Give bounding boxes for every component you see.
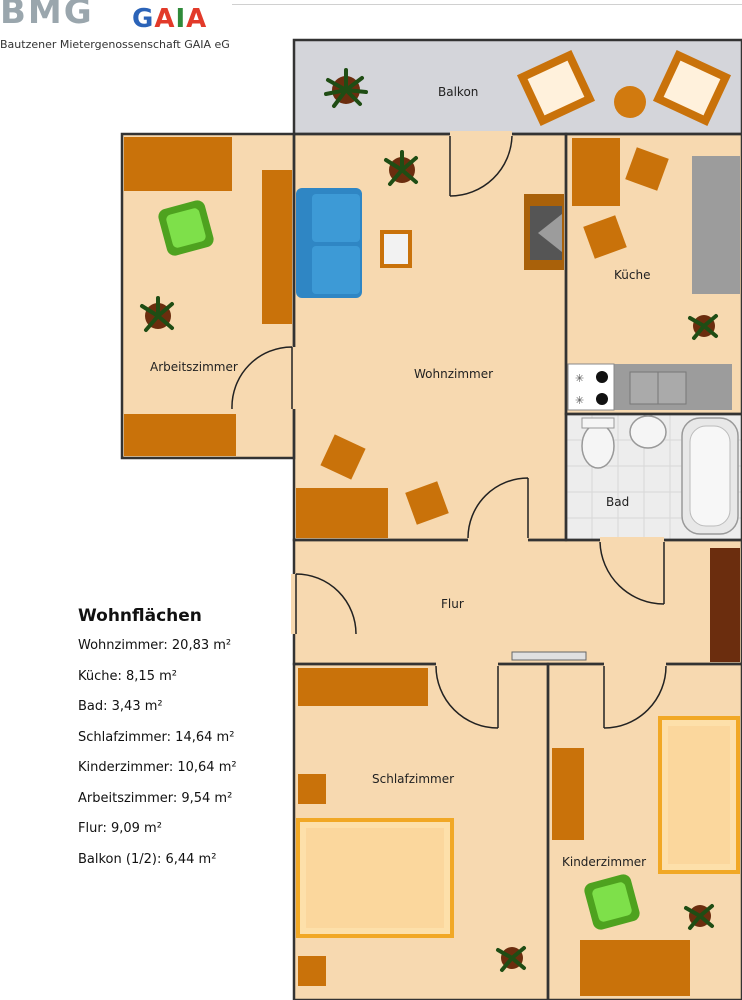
kitchen-table — [572, 138, 620, 206]
area-item: Flur: 9,09 m² — [78, 821, 162, 836]
logo-bmg: BMG — [0, 0, 94, 32]
fireplace-opening — [538, 214, 562, 252]
logo-gaia-letter: I — [175, 4, 187, 34]
bed-inner — [668, 726, 730, 864]
areas-title: Wohnflächen — [78, 606, 202, 626]
schlafzimmer-furniture — [296, 668, 454, 986]
stove-burner-small-icon: ✳ — [575, 372, 584, 385]
nightstand — [298, 956, 326, 986]
room-label-schlafzimmer: Schlafzimmer — [372, 772, 455, 786]
door-gap — [436, 661, 498, 667]
door-gap — [450, 131, 512, 137]
deck-chair — [516, 49, 596, 127]
door-swing — [467, 477, 529, 539]
door-gap — [291, 574, 297, 634]
bed-inner — [306, 828, 444, 928]
door-swing — [603, 665, 667, 729]
toilet — [581, 423, 615, 469]
logo-gaia-letter: A — [154, 4, 176, 34]
area-item: Bad: 3,43 m² — [78, 699, 163, 714]
kitchen-chair — [625, 147, 669, 191]
plants — [140, 68, 718, 972]
wardrobe — [710, 548, 740, 662]
door-gap — [468, 537, 528, 543]
room-label-bad: Bad — [606, 495, 630, 509]
bad-fixtures — [581, 415, 739, 535]
door-gap — [291, 347, 297, 409]
nightstand — [298, 774, 326, 804]
room-label-arbeitszimmer: Arbeitszimmer — [150, 360, 238, 374]
door-swing — [449, 135, 513, 197]
room-label-flur: Flur — [441, 597, 464, 611]
door-swing — [435, 665, 499, 729]
stove-burner — [596, 371, 608, 383]
logo-gaia-letter: G — [132, 4, 155, 34]
washbasin — [629, 415, 667, 449]
logo-subtitle: Bautzener Mietergenossenschaft GAIA eG — [0, 38, 230, 51]
wohnzimmer-furniture — [296, 188, 564, 538]
door-swing — [231, 346, 293, 410]
desk — [124, 137, 232, 191]
stove-burner — [596, 393, 608, 405]
deck-chair — [652, 49, 732, 127]
shelf — [262, 170, 292, 324]
area-item: Balkon (1/2): 6,44 m² — [78, 851, 217, 867]
door-gap — [604, 661, 666, 667]
sofa-cushion — [312, 194, 360, 242]
sliding-door — [511, 651, 587, 661]
kinderzimmer-furniture — [552, 716, 740, 996]
room-label-wohnzimmer: Wohnzimmer — [414, 367, 494, 381]
header-divider — [232, 4, 742, 5]
area-item: Wohnzimmer: 20,83 m² — [78, 638, 232, 653]
area-item: Schlafzimmer: 14,64 m² — [78, 729, 235, 745]
toilet-tank — [581, 417, 615, 429]
logo-gaia-letter: A — [186, 4, 208, 34]
armchair — [584, 874, 640, 930]
coffee-table-top — [384, 234, 408, 264]
cabinet — [124, 414, 236, 456]
dresser — [298, 668, 428, 706]
door-swing — [599, 541, 665, 605]
doors — [231, 131, 667, 729]
kueche-furniture: ✳ ✳ — [567, 138, 740, 411]
plant-icon — [324, 68, 368, 108]
room-label-kinderzimmer: Kinderzimmer — [562, 855, 647, 869]
flur-floor — [294, 540, 742, 664]
room-label-balkon: Balkon — [438, 85, 479, 99]
counter — [692, 156, 740, 294]
area-item: Arbeitszimmer: 9,54 m² — [78, 790, 233, 806]
armchair — [158, 200, 214, 256]
area-item: Kinderzimmer: 10,64 m² — [78, 760, 237, 775]
bathtub-inner — [689, 425, 731, 527]
door-gap — [600, 537, 664, 543]
stool — [405, 481, 449, 525]
plant-icon — [384, 150, 418, 186]
room-label-kueche: Küche — [614, 268, 651, 282]
areas-list: Wohnzimmer: 20,83 m² Küche: 8,15 m² Bad:… — [78, 638, 237, 882]
shelf — [552, 748, 584, 840]
desk — [580, 940, 690, 996]
plant-icon — [140, 296, 174, 332]
sideboard — [296, 488, 388, 538]
arbeitszimmer-furniture — [124, 137, 292, 456]
stove-burner-small-icon: ✳ — [575, 394, 584, 407]
logo-gaia: GAIA — [132, 4, 207, 34]
kitchen-chair — [583, 215, 627, 259]
stool — [320, 434, 366, 480]
area-item: Küche: 8,15 m² — [78, 668, 177, 684]
plant-icon — [684, 904, 714, 930]
plant-icon — [496, 946, 526, 972]
balkon-furniture — [516, 49, 732, 127]
side-table — [614, 86, 646, 118]
sofa-cushion — [312, 246, 360, 294]
plant-icon — [688, 314, 718, 340]
door-swing — [295, 573, 357, 635]
